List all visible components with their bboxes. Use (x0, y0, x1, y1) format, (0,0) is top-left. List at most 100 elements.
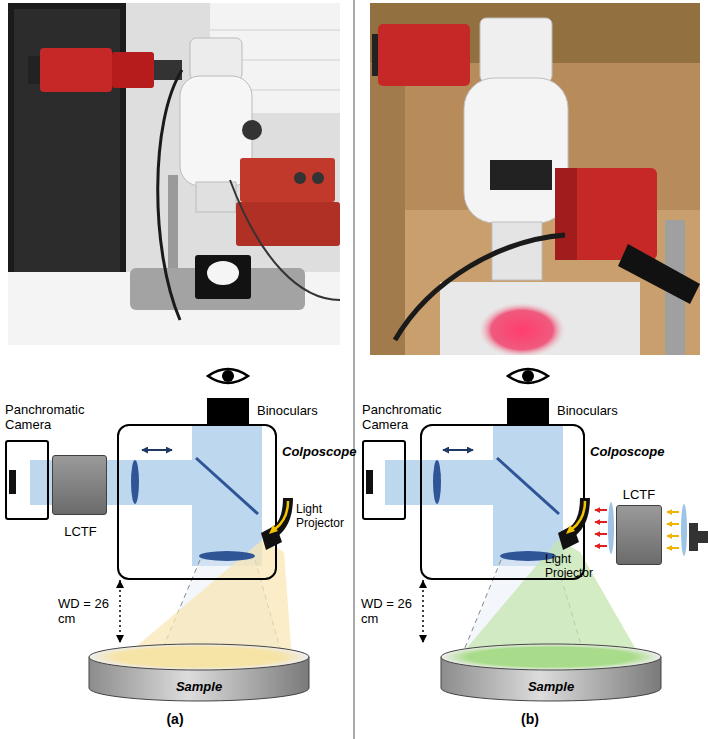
node-proj: Light Projector (555, 498, 591, 550)
node-proj: Light Projector (258, 498, 294, 550)
light-flow-arrow (572, 501, 585, 529)
camera-sensor (366, 470, 373, 494)
photo-a (8, 3, 340, 345)
filtered-light-arrow (595, 521, 607, 523)
photo-camera-cap (28, 56, 42, 84)
lens (681, 504, 687, 556)
light-flow-arrowhead (566, 525, 575, 534)
node-label: Sample (440, 679, 662, 694)
node-label: Panchromatic Camera (362, 402, 452, 432)
node-label: LCTF (53, 524, 108, 539)
photo-cable (230, 180, 340, 300)
light-path (385, 460, 493, 505)
photo-light-source (236, 202, 340, 246)
node-label: Colposcope (590, 444, 670, 459)
photo-b (370, 3, 700, 355)
white-light-arrow (667, 511, 679, 513)
lens (608, 502, 614, 554)
node-label: Light Projector (545, 552, 605, 580)
photo-blind-slat (210, 30, 340, 31)
photo-objective (196, 182, 236, 212)
node-cam: Panchromatic Camera (5, 440, 49, 520)
photo-sample (207, 261, 239, 285)
photo-camera (378, 24, 470, 86)
filtered-light-arrow (595, 533, 607, 535)
node-label: Panchromatic Camera (5, 402, 95, 432)
node-bino: Binoculars (507, 398, 549, 424)
filtered-light-arrow (595, 509, 607, 511)
node-label: LCTF (611, 487, 667, 502)
white-light-arrow (667, 523, 679, 525)
panel-label: (a) (155, 712, 195, 727)
photo-wall (8, 3, 340, 345)
node-sample: Sample (88, 643, 310, 703)
projector-shape (555, 498, 591, 550)
photo-camera (40, 48, 112, 92)
lamp-cable (698, 531, 708, 543)
node-label: Sample (88, 679, 310, 694)
working-distance-line (119, 580, 121, 643)
node-scope: ColposcopeLight Projector (420, 424, 585, 580)
sample-top (89, 644, 309, 670)
panel-label: (b) (510, 712, 550, 727)
photo-colposcope-top (190, 38, 242, 80)
dimension-label: WD = 26 cm (361, 596, 417, 626)
photo-lamp-tube (618, 244, 700, 304)
photo-cardboard-side (370, 63, 405, 355)
movable-arrow (443, 449, 473, 451)
photo-cardboard (370, 3, 700, 355)
node-lctf: LCTF (52, 455, 107, 515)
sample-shape (88, 643, 310, 703)
node-label: Light Projector (296, 502, 356, 530)
node-scope: ColposcopeLight Projector (117, 424, 277, 580)
eye-symbol (208, 369, 248, 383)
photo-sample-holder (195, 255, 251, 299)
sample-shape (440, 643, 662, 703)
photo-monitor-screen (14, 9, 120, 309)
photo-colposcope-body (464, 78, 568, 223)
photo-panel (490, 160, 552, 190)
working-distance-line (422, 580, 424, 643)
lens (433, 460, 441, 504)
photo-colposcope-top (480, 18, 552, 82)
dimension-label: WD = 26 cm (58, 596, 114, 626)
eye-pupil (522, 370, 534, 382)
light-path (493, 424, 563, 566)
lens (199, 551, 255, 561)
photo-cable (158, 70, 182, 320)
photo-knob (294, 172, 306, 184)
white-light-arrow (667, 547, 679, 549)
panel-divider (354, 0, 355, 739)
lamp (689, 523, 698, 551)
node-label: Colposcope (282, 444, 362, 459)
node-lctf: LCTF (616, 505, 662, 565)
photo-lctf (555, 168, 657, 260)
photo-knob (312, 172, 324, 184)
eye-pupil (222, 370, 234, 382)
photo-lctf-face (555, 168, 577, 260)
node-label: Binoculars (257, 403, 337, 418)
camera-sensor (9, 470, 16, 494)
light-flow-arrowhead (269, 525, 278, 534)
node-cam: Panchromatic Camera (362, 440, 406, 520)
projector-shape (258, 498, 294, 550)
light-flow-arrow (275, 501, 288, 529)
sample-top (441, 644, 661, 670)
projector-nozzle (558, 525, 579, 550)
movable-arrow (142, 449, 172, 451)
lens (131, 460, 139, 504)
photo-light-source (240, 158, 335, 202)
node-sample: Sample (440, 643, 662, 703)
eye-symbol (508, 369, 548, 383)
node-label: Binoculars (557, 403, 637, 418)
filtered-light-arrow (595, 545, 607, 547)
beam-splitter (497, 458, 559, 514)
photo-pink-light (478, 302, 566, 355)
beam-splitter (196, 458, 258, 514)
light-path (192, 424, 262, 566)
photo-cable (395, 235, 565, 340)
